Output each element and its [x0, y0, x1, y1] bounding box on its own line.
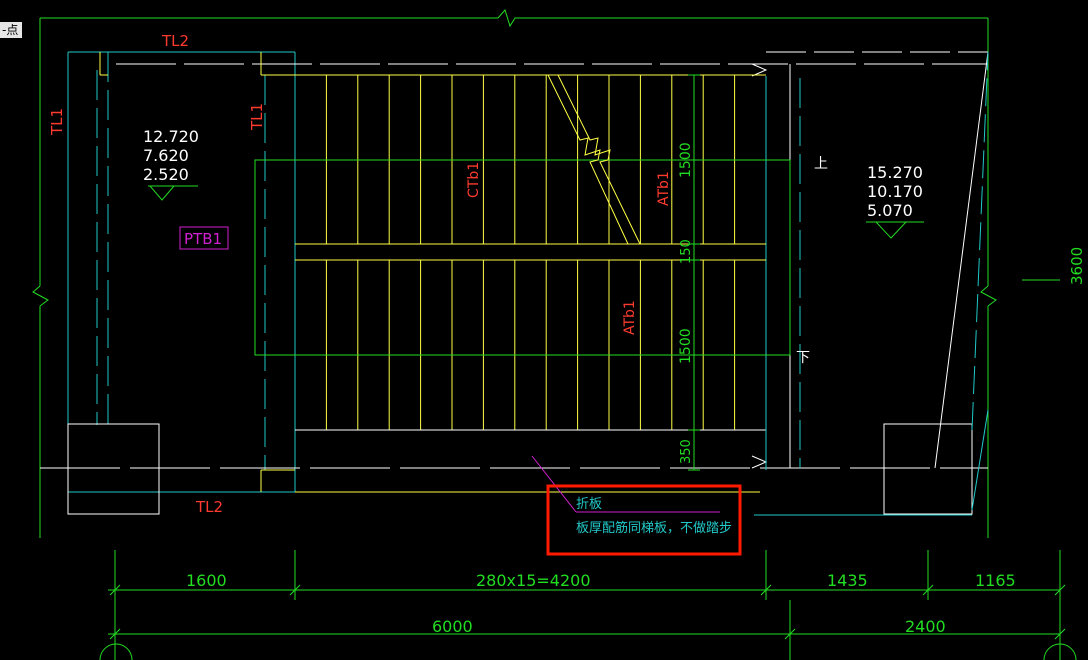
- right-edge-lines: [754, 51, 989, 516]
- elevation-left-1: 12.720: [143, 127, 199, 146]
- elevation-right-1: 15.270: [867, 163, 923, 182]
- dim-1600: 1600: [186, 571, 227, 590]
- side-dim-3600: 3600: [1068, 247, 1086, 285]
- note-leader: [531, 455, 577, 513]
- outer-axis-frame: [32, 8, 1060, 538]
- stair-dim-column: [688, 74, 700, 471]
- beam-label-tl1-left: TL1: [48, 108, 66, 136]
- elevation-markers: [148, 185, 924, 239]
- section-frame: [254, 159, 791, 356]
- slab-label-atb1-lower: ATb1: [622, 300, 638, 335]
- direction-down: 下: [796, 350, 810, 366]
- dim-1165: 1165: [975, 571, 1016, 590]
- beam-label-tl2-bottom: TL2: [195, 498, 223, 516]
- highlight-box: [546, 484, 742, 556]
- dim-4200: 280x15=4200: [476, 571, 591, 590]
- break-line: [547, 74, 641, 245]
- note-line-2: 板厚配筋同梯板，不做踏步: [576, 520, 732, 536]
- direction-up: 上: [814, 156, 828, 172]
- bottom-dims: [99, 550, 1077, 660]
- dim-bottom: 350: [679, 439, 694, 464]
- layer-tab[interactable]: -点: [0, 22, 23, 38]
- elevation-right-2: 10.170: [867, 182, 923, 201]
- dim-2400: 2400: [905, 617, 946, 636]
- dim-landing-gap: 150: [679, 239, 694, 264]
- slab-label-ptb1: PTB1: [184, 230, 222, 248]
- elevation-left-2: 7.620: [143, 146, 189, 165]
- left-wall-lines: [67, 51, 296, 493]
- dim-lower-flight: 1500: [678, 328, 694, 364]
- dim-6000: 6000: [432, 617, 473, 636]
- structural-lines: [40, 51, 989, 515]
- beam-label-tl1-mid: TL1: [248, 103, 266, 131]
- elevation-right-3: 5.070: [867, 201, 913, 220]
- ptb1-box: [179, 226, 229, 250]
- dim-1435: 1435: [827, 571, 868, 590]
- slab-label-atb1-upper: ATb1: [656, 171, 672, 206]
- slab-label-ctb1: CTb1: [466, 162, 482, 198]
- note-line-1: 折板: [576, 497, 602, 512]
- stair-outline: [99, 52, 766, 493]
- beam-label-tl2-top: TL2: [161, 32, 189, 50]
- dim-upper-flight: 1500: [678, 142, 694, 178]
- elevation-left-3: 2.520: [143, 165, 189, 184]
- stair-treads: [325, 75, 736, 430]
